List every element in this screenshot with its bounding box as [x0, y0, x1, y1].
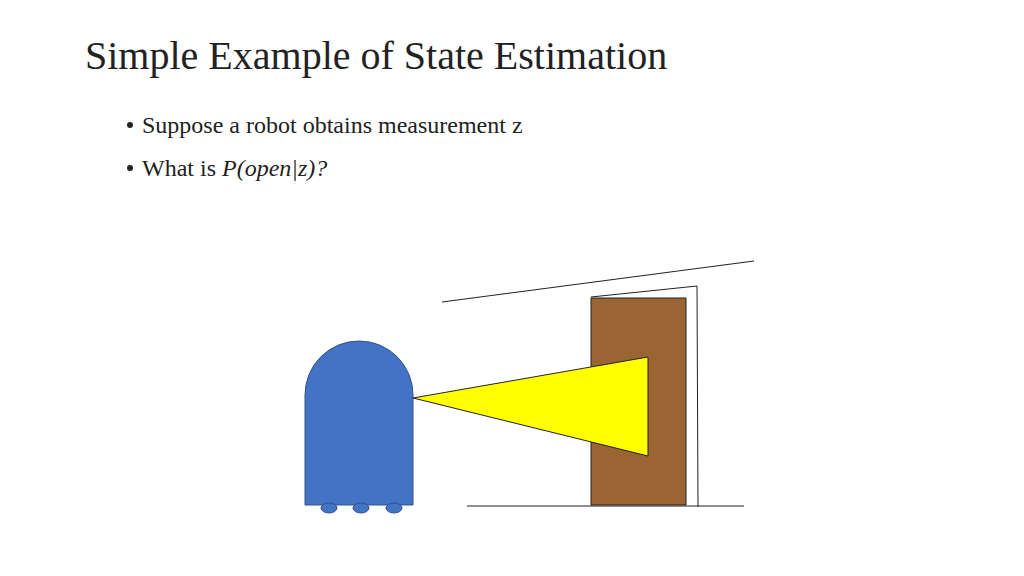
robot-wheel [353, 503, 369, 513]
sensor-beam [413, 357, 648, 456]
robot-body [305, 341, 413, 505]
bullet-item: What is P(open|z)? [127, 153, 327, 183]
bullet-text: What is [142, 155, 216, 181]
slide-title: Simple Example of State Estimation [85, 32, 667, 80]
robot-wheel [321, 503, 337, 513]
floor-line [467, 506, 744, 507]
bullet-text: Suppose a robot obtains measurement z [142, 112, 523, 138]
bullet-dot [127, 165, 133, 171]
bullet-dot [127, 122, 133, 128]
bullet-item: Suppose a robot obtains measurement z [127, 110, 523, 140]
robot-wheel [386, 503, 402, 513]
math-expression: P(open|z)? [222, 155, 327, 181]
